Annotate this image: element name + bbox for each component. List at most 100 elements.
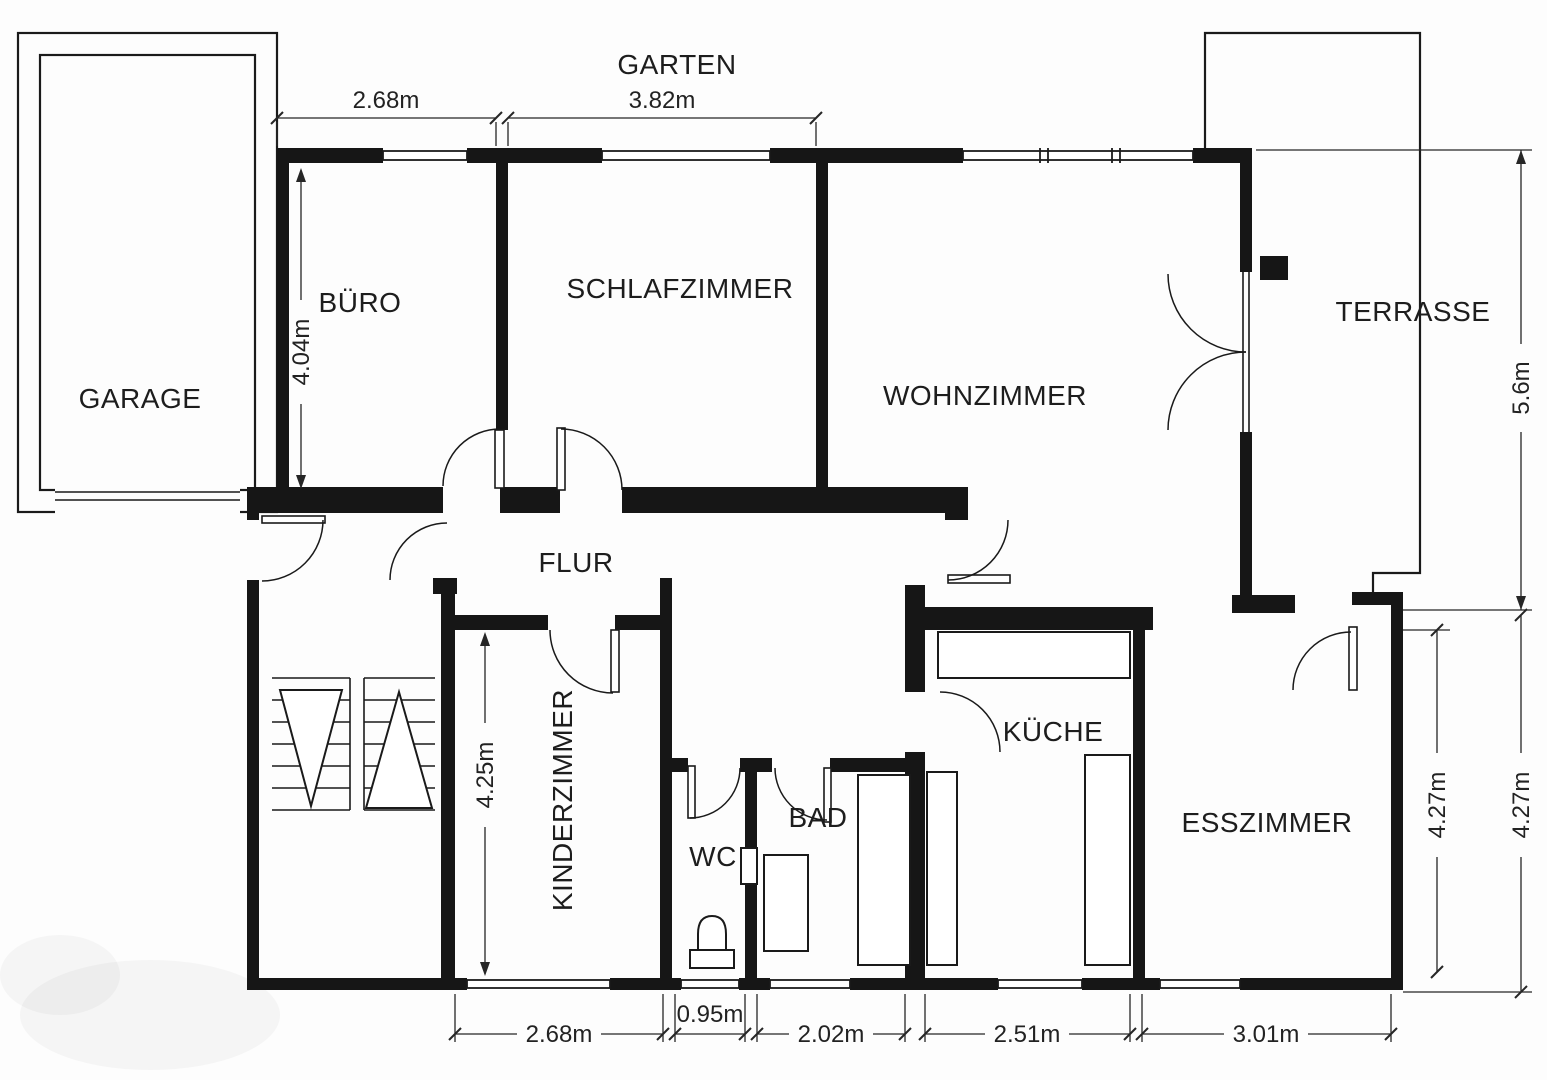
- buero-door: [442, 428, 505, 489]
- dimension-label-esszimmer-depth-outer: 4.27m: [1508, 772, 1535, 839]
- dimension-label-buero-depth: 4.04m: [288, 319, 315, 386]
- french-doors-terrasse: [1167, 272, 1250, 432]
- wall-segment: [441, 578, 455, 978]
- scan-smudge: [0, 935, 120, 1015]
- wall-segment: [672, 758, 688, 772]
- wall-pier: [1232, 595, 1295, 613]
- room-label-wc: WC: [689, 841, 737, 872]
- wc-door: [687, 765, 741, 819]
- wall-segment: [467, 148, 602, 163]
- stairs: [272, 677, 435, 811]
- window-buero: [382, 146, 468, 165]
- wall-segment: [770, 148, 963, 163]
- room-label-garage: GARAGE: [79, 383, 202, 414]
- wall-segment: [1240, 978, 1403, 990]
- garage-outline: [16, 31, 279, 516]
- wall-segment: [740, 758, 772, 772]
- room-label-kueche: KÜCHE: [1003, 716, 1104, 747]
- kitchen-counter-top: [937, 631, 1131, 679]
- wall-segment: [850, 978, 998, 990]
- stair-direction-arrow-up: [364, 688, 434, 809]
- window-schlafzimmer: [601, 146, 771, 165]
- dimension-label-esszimmer-depth-inner: 4.27m: [1424, 772, 1451, 839]
- dimension-label-kinderzimmer-width: 2.68m: [526, 1021, 593, 1048]
- window-kueche: [997, 976, 1083, 992]
- bad-door: [774, 767, 832, 823]
- label-masks: [289, 300, 1533, 1046]
- dimension-label-buero-width: 2.68m: [353, 87, 420, 114]
- scan-artifact: [0, 935, 280, 1070]
- scan-smudge: [20, 960, 280, 1070]
- room-label-bad: BAD: [788, 802, 847, 833]
- wall-segment: [247, 487, 443, 513]
- fixtures: [689, 631, 1131, 969]
- wall-segment: [905, 585, 925, 692]
- window-wc: [680, 976, 740, 992]
- toilet-icon: [689, 914, 735, 969]
- stair-direction-arrow-down: [278, 689, 344, 810]
- wall-segment: [610, 978, 681, 990]
- schlafzimmer-door: [556, 427, 623, 491]
- terrasse-boundary: [1203, 31, 1422, 605]
- doors: [261, 272, 1358, 823]
- wc-sink: [740, 847, 758, 885]
- terrasse-step: [1260, 256, 1288, 280]
- room-label-schlafzimmer: SCHLAFZIMMER: [567, 273, 794, 304]
- dimension-label-bad-width: 2.02m: [798, 1021, 865, 1048]
- entrance-door: [261, 515, 326, 582]
- kueche-door: [939, 691, 1001, 753]
- kinderzimmer-door: [549, 629, 620, 694]
- wall-segment: [496, 163, 508, 430]
- dimension-label-schlafzimmer-width: 3.82m: [629, 87, 696, 114]
- wall-segment: [615, 615, 660, 630]
- wall-segment: [830, 758, 905, 772]
- esszimmer-outside-door: [1292, 626, 1358, 691]
- wall-segment: [816, 163, 828, 487]
- room-label-terrasse: TERRASSE: [1336, 296, 1491, 327]
- kitchen-counter-west: [926, 771, 958, 966]
- window-wohnzimmer: [962, 146, 1194, 165]
- wall-segment: [247, 978, 467, 990]
- wall-pier: [1352, 592, 1403, 605]
- garage-outer-wall: [16, 31, 279, 514]
- dimension-label-kinderzimmer-depth: 4.25m: [472, 742, 499, 809]
- dimension-label-esszimmer-width: 3.01m: [1233, 1021, 1300, 1048]
- kitchen-counter-east: [1084, 754, 1131, 966]
- wall-segment: [1240, 163, 1252, 272]
- bad-shower-cabinet: [857, 774, 911, 966]
- window-esszimmer: [1159, 976, 1241, 992]
- dimension-label-terrasse-depth: 5.6m: [1508, 361, 1535, 414]
- room-label-kinderzimmer: KINDERZIMMER: [547, 689, 578, 911]
- wall-pier: [433, 578, 457, 594]
- wall-segment: [925, 607, 1153, 630]
- wall-segment: [1240, 432, 1252, 613]
- dimension-lines: [270, 111, 1532, 1042]
- wall-segment: [500, 487, 560, 513]
- wall-segment: [1133, 630, 1145, 978]
- stairroom-door: [389, 522, 448, 581]
- terrasse-outline: [1203, 31, 1422, 605]
- wall-segment: [277, 148, 383, 163]
- wall-segment: [247, 513, 259, 520]
- wall-segment: [660, 578, 672, 978]
- garage-inner-wall: [38, 53, 257, 492]
- wall-segment: [1193, 148, 1252, 163]
- wall-segment: [622, 487, 945, 513]
- wall-segment: [1391, 605, 1403, 978]
- wall-segment: [455, 615, 548, 630]
- wohnzimmer-door: [947, 519, 1011, 584]
- wall-segment: [739, 978, 770, 990]
- wall-pier: [945, 487, 968, 520]
- dimension-label-kueche-width: 2.51m: [994, 1021, 1061, 1048]
- dimension-label-wc-width: 0.95m: [677, 1001, 744, 1028]
- window-kinderzimmer: [466, 976, 611, 992]
- room-label-buero: BÜRO: [319, 287, 402, 318]
- bathtub: [763, 854, 809, 952]
- room-label-wohnzimmer: WOHNZIMMER: [883, 380, 1087, 411]
- wall-segment: [1082, 978, 1160, 990]
- wall-segment: [247, 580, 259, 978]
- area-label-garten: GARTEN: [617, 49, 736, 80]
- garage-door-opening: [55, 482, 240, 516]
